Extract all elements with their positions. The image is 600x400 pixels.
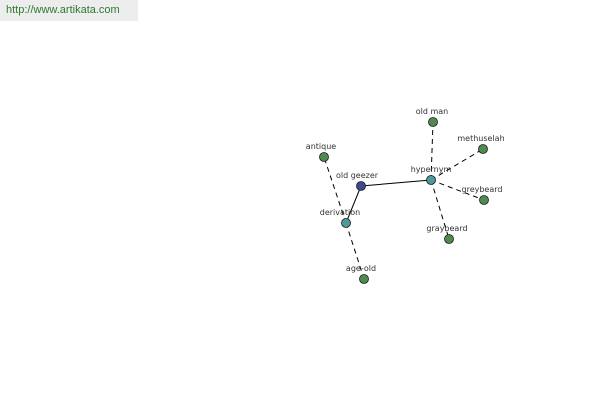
edge-old-geezer-hypernym [360,179,432,187]
node-dot-derivation[interactable] [341,218,351,228]
nodes-layer: old geezer hypernym derivation old man methu… [306,107,505,284]
node-label-age-old[interactable]: age-old [346,264,376,273]
node-dot-greybeard[interactable] [479,195,489,205]
edge-hypernym-old-man [430,121,434,181]
node-label-hypernym[interactable]: hypernym [411,165,452,174]
node-label-old-man[interactable]: old man [416,107,449,116]
edge-hypernym-methuselah [430,148,484,181]
node-hypernym[interactable]: hypernym [411,165,452,185]
edge-hypernym-graybeard [430,179,450,240]
node-label-old-geezer[interactable]: old geezer [336,171,379,180]
node-methuselah[interactable]: methuselah [457,134,505,154]
node-graybeard[interactable]: graybeard [426,224,468,244]
node-dot-methuselah[interactable] [478,144,488,154]
source-url-link[interactable]: http://www.artikata.com [0,0,138,21]
edge-derivation-age-old [345,222,365,280]
node-label-derivation[interactable]: derivation [320,208,360,217]
node-dot-old-man[interactable] [428,117,438,127]
node-old-man[interactable]: old man [416,107,449,127]
node-dot-graybeard[interactable] [444,234,454,244]
node-dot-age-old[interactable] [359,274,369,284]
edge-derivation-antique [323,156,347,224]
node-dot-hypernym[interactable] [426,175,436,185]
node-dot-antique[interactable] [319,152,329,162]
node-label-graybeard[interactable]: graybeard [426,224,467,233]
node-label-antique[interactable]: antique [306,142,336,151]
node-label-methuselah[interactable]: methuselah [457,134,504,143]
node-greybeard[interactable]: greybeard [462,185,503,205]
node-dot-old-geezer[interactable] [356,181,366,191]
edges-layer [323,121,485,280]
edge-old-geezer-derivation [345,185,362,224]
node-antique[interactable]: antique [306,142,336,162]
node-old-geezer[interactable]: old geezer [336,171,379,191]
node-label-greybeard[interactable]: greybeard [462,185,503,194]
node-derivation[interactable]: derivation [320,208,360,228]
node-age-old[interactable]: age-old [346,264,376,284]
edge-hypernym-greybeard [430,179,485,201]
